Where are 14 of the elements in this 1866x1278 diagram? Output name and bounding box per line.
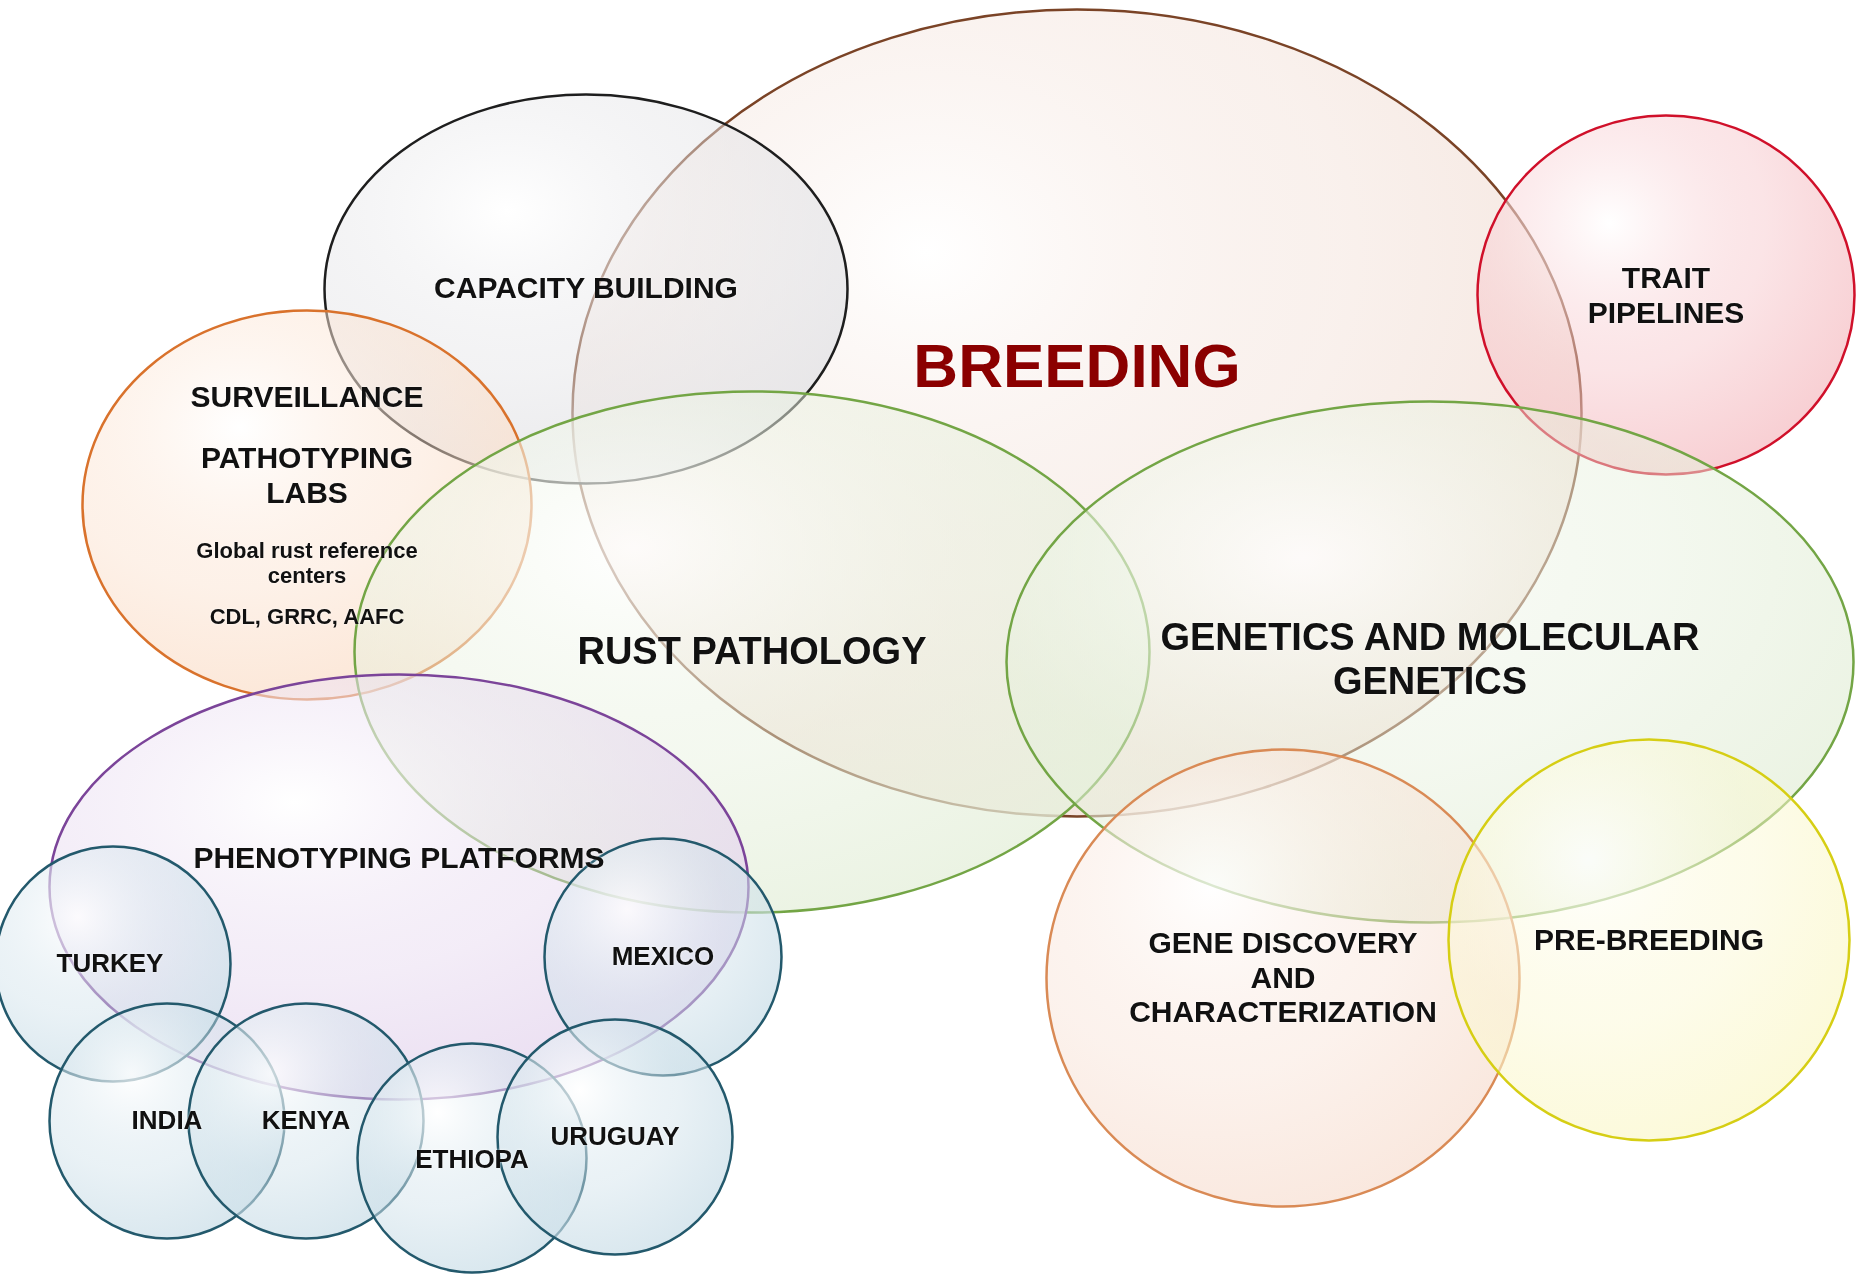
ellipse-label: BREEDING xyxy=(912,330,1242,402)
ellipse-label: TRAIT PIPELINES xyxy=(1586,260,1746,330)
ellipse-label: KENYA xyxy=(260,1106,352,1136)
ellipse-label: URUGUAY xyxy=(549,1122,681,1152)
ellipse-label: GENE DISCOVERY AND CHARACTERIZATION xyxy=(1128,926,1438,1030)
ellipse-label: SURVEILLANCE xyxy=(189,379,425,415)
ellipse-label: PATHOTYPING LABS xyxy=(199,440,415,510)
ellipse-label: RUST PATHOLOGY xyxy=(576,630,928,674)
ellipse-label: PRE-BREEDING xyxy=(1533,922,1765,958)
ellipse-label: PHENOTYPING PLATFORMS xyxy=(192,840,606,876)
ellipse-label: CAPACITY BUILDING xyxy=(433,270,739,306)
ellipse-label: GENETICS AND MOLECULAR GENETICS xyxy=(1159,616,1701,704)
ellipse-label: TURKEY xyxy=(55,949,165,979)
ellipse-label: MEXICO xyxy=(610,942,716,972)
